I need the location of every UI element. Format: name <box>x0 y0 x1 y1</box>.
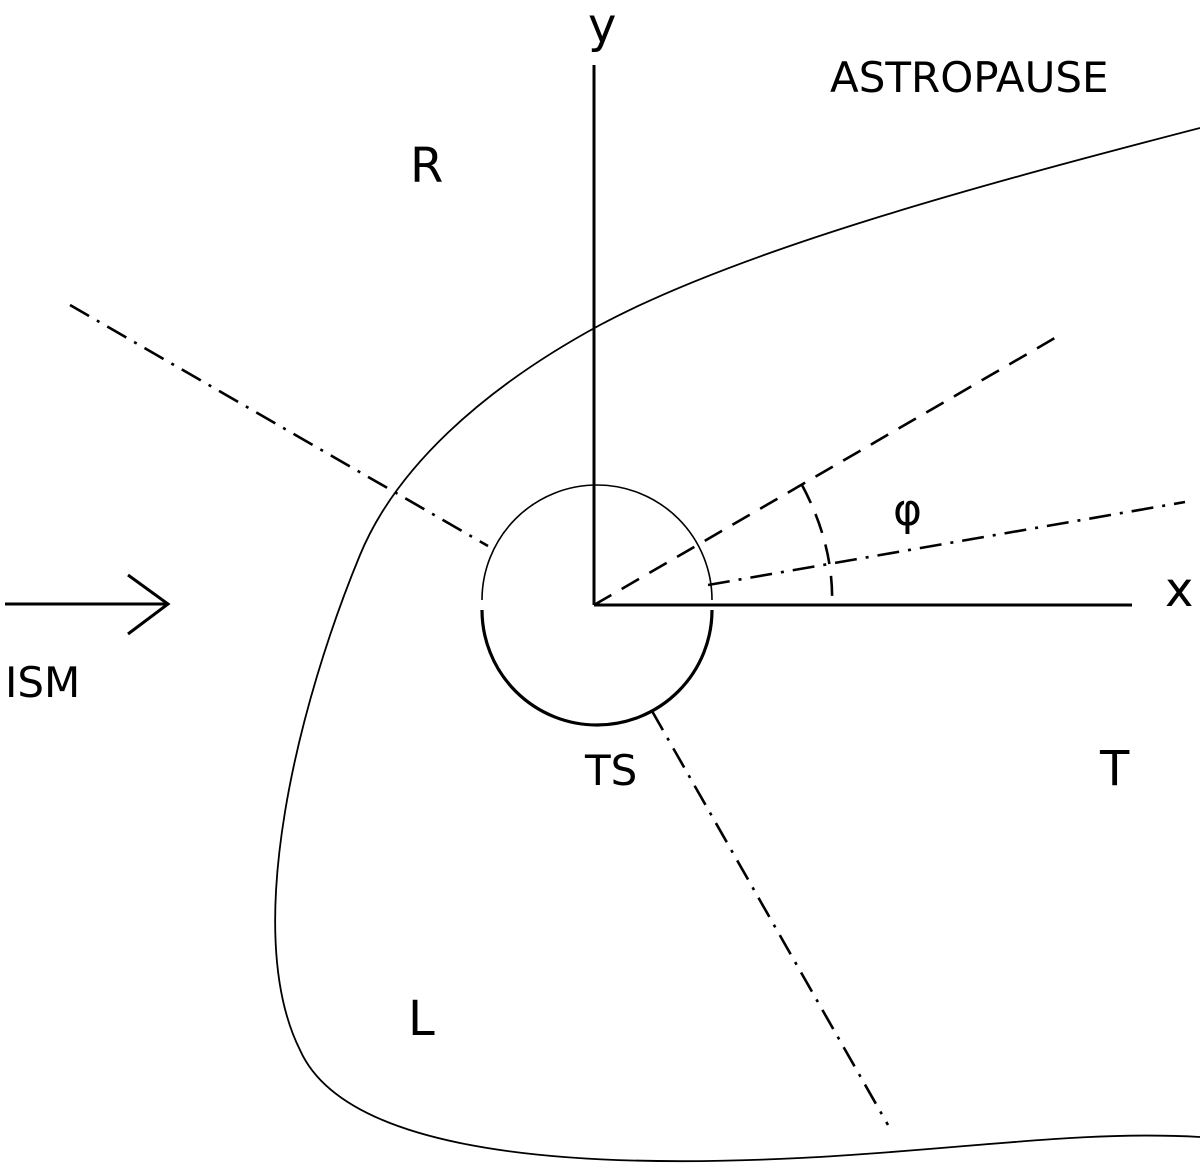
upwind-sector-line <box>69 303 489 548</box>
phi-reference-line <box>707 500 1186 587</box>
x-axis-label: x <box>1165 562 1193 618</box>
termination-shock-arc-lower <box>480 609 714 727</box>
angle-phi-label: φ <box>893 485 922 536</box>
termination-shock-label: TS <box>584 746 637 795</box>
termination-shock-arc-upper <box>481 484 713 601</box>
ism-label: ISM <box>5 658 80 707</box>
y-axis-label: y <box>588 0 616 54</box>
region-r-label: R <box>410 138 443 194</box>
ism-arrow <box>5 573 171 636</box>
angle-arc <box>800 484 834 606</box>
region-l-label: L <box>408 991 435 1047</box>
astropause-boundary <box>274 127 1200 1163</box>
downwind-sector-line <box>650 710 890 1126</box>
region-t-label: T <box>1099 741 1130 797</box>
astropause-label: ASTROPAUSE <box>830 53 1109 102</box>
dashed-radial-line <box>593 333 1061 607</box>
